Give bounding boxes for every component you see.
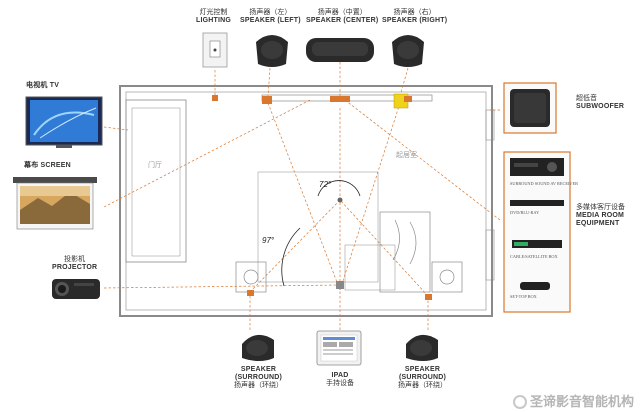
watermark-logo-icon <box>512 395 527 409</box>
armchair <box>379 211 431 293</box>
angle-72-label: 72° <box>319 180 332 189</box>
eq-cable: CABLE/SATELLITE BOX <box>510 254 558 259</box>
marker-surround-right <box>425 294 432 300</box>
label-surround-right-cn: 扬声器（环绕） <box>398 382 447 389</box>
chair-cushion-2 <box>409 221 417 265</box>
line-tv <box>103 126 129 131</box>
marker-surround-left <box>247 290 254 296</box>
label-speaker-right-cn: 扬声器（右） <box>393 9 436 16</box>
projection-screen-icon <box>13 177 97 230</box>
axis-surround-right <box>339 199 429 297</box>
tv-icon <box>25 96 103 148</box>
label-speaker-center-cn: 扬声器（中置） <box>317 9 367 16</box>
side-table-right <box>431 261 463 293</box>
axis-surround-left <box>249 199 341 293</box>
label-speaker-right: 扬声器（右） SPEAKER (RIGHT) <box>382 9 447 25</box>
eq-settop: SET-TOP BOX <box>510 294 537 299</box>
label-tv-text: 电视机 TV <box>26 82 60 89</box>
subwoofer-icon <box>503 82 557 134</box>
label-projector: 投影机 PROJECTOR <box>52 256 97 272</box>
speaker-center-icon <box>306 38 374 62</box>
label-subwoofer: 超低音 SUBWOOFER <box>576 95 624 111</box>
label-surround-left-en-2: (SURROUND) <box>234 374 283 381</box>
arc-97 <box>281 227 301 287</box>
axis-right <box>339 102 401 291</box>
label-ipad: IPAD 手持设备 <box>326 372 354 388</box>
marker-right <box>404 96 412 102</box>
connection-lines <box>103 62 501 330</box>
speaker-left-icon <box>256 35 288 67</box>
speaker-surround-right-icon <box>406 334 438 361</box>
label-media-cn: 多媒体客厅设备 <box>576 204 625 211</box>
label-media-en-2: EQUIPMENT <box>576 220 620 227</box>
floor-plan <box>119 85 495 317</box>
marker-center <box>330 96 350 102</box>
listener-seat <box>336 281 344 289</box>
label-surround-left: SPEAKER (SURROUND) 扬声器（环绕） <box>234 366 283 390</box>
speaker-surround-left-icon <box>242 334 274 361</box>
label-speaker-left-en: SPEAKER (LEFT) <box>240 17 301 24</box>
label-subwoofer-cn: 超低音 <box>576 95 597 102</box>
line-screen <box>103 99 311 208</box>
marker-left <box>262 96 272 104</box>
label-ipad-en: IPAD <box>331 372 349 379</box>
lamp-right <box>439 269 455 285</box>
watermark: 圣谛影音智能机构 <box>512 391 634 410</box>
listener-point <box>337 197 343 203</box>
label-surround-right: SPEAKER (SURROUND) 扬声器（环绕） <box>398 366 447 390</box>
label-surround-right-en-1: SPEAKER <box>404 366 441 373</box>
media-equipment-icon <box>503 151 571 313</box>
label-projector-en: PROJECTOR <box>52 264 98 271</box>
label-surround-right-en-2: (SURROUND) <box>398 374 447 381</box>
line-speaker-left <box>267 67 271 97</box>
arc-72 <box>317 180 361 197</box>
projector-icon <box>52 279 100 299</box>
eq-dvd: DVD/BLU-RAY <box>510 210 540 215</box>
foyer-room <box>125 99 187 263</box>
label-media-en-1: MEDIA ROOM <box>576 212 625 219</box>
label-surround-left-cn: 扬声器（环绕） <box>234 382 283 389</box>
label-ipad-cn: 手持设备 <box>326 380 354 387</box>
line-projector <box>103 284 341 289</box>
line-media <box>344 99 501 221</box>
label-screen: 幕布 SCREEN <box>24 162 71 170</box>
label-surround-left-en-1: SPEAKER <box>240 366 277 373</box>
speaker-right-icon <box>392 35 424 67</box>
label-projector-cn: 投影机 <box>64 256 86 263</box>
room-label-foyer: 门厅 <box>148 162 162 169</box>
line-speaker-right <box>399 67 409 97</box>
angle-arcs <box>281 180 361 289</box>
watermark-text: 圣谛影音智能机构 <box>529 394 634 409</box>
marker-lighting <box>212 95 218 101</box>
label-speaker-center: 扬声器（中置） SPEAKER (CENTER) <box>306 9 378 25</box>
ipad-icon <box>316 330 362 366</box>
label-lighting-en: LIGHTING <box>196 17 232 24</box>
room-label-living: 起居室 <box>396 152 417 159</box>
foyer-inner <box>131 107 181 257</box>
label-screen-text: 幕布 SCREEN <box>24 162 71 169</box>
chair-cushion <box>392 219 400 261</box>
axis-left <box>267 102 341 291</box>
outer-wall <box>119 85 493 317</box>
label-subwoofer-en: SUBWOOFER <box>576 103 625 110</box>
label-media: 多媒体客厅设备 MEDIA ROOM EQUIPMENT <box>576 204 625 228</box>
label-speaker-left-cn: 扬声器（左） <box>249 9 292 16</box>
label-speaker-right-en: SPEAKER (RIGHT) <box>382 17 448 24</box>
eq-receiver: SURROUND SOUND AV RECEIVER <box>510 181 579 186</box>
side-table-left <box>235 261 267 293</box>
label-speaker-left: 扬声器（左） SPEAKER (LEFT) <box>240 9 301 25</box>
label-speaker-center-en: SPEAKER (CENTER) <box>306 17 379 24</box>
label-lighting: 灯光控制 LIGHTING <box>196 9 231 25</box>
label-tv: 电视机 TV <box>26 82 59 90</box>
wall-bump-bottom <box>485 229 495 281</box>
label-lighting-cn: 灯光控制 <box>199 9 228 16</box>
lamp-left <box>243 269 259 285</box>
lighting-switch-icon <box>202 32 228 68</box>
wall-markers <box>212 93 432 300</box>
rug <box>344 244 396 291</box>
angle-97-label: 97° <box>262 236 275 245</box>
seating-area <box>257 171 379 283</box>
